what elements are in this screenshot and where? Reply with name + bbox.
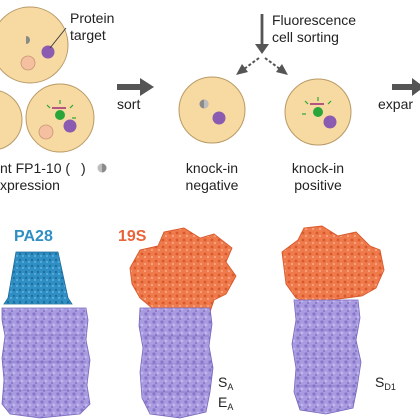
expand-arrow-label: expar <box>378 96 414 112</box>
protein-target-dot <box>41 45 55 59</box>
sorting-line-1: Fluorescence <box>272 12 357 28</box>
protein-target-label: Protein target <box>70 10 114 44</box>
negative-line-2: negative <box>185 177 239 193</box>
expand-arrow <box>392 78 420 96</box>
positive-line-2: positive <box>294 177 342 193</box>
sort-arrow <box>117 78 154 96</box>
positive-label: knock-in positive <box>278 160 358 194</box>
nucleus <box>20 55 36 71</box>
structure-19s-core <box>129 227 237 419</box>
cell-knockin-positive <box>284 78 352 146</box>
pa28-title: PA28 <box>14 228 53 245</box>
core-particle-1 <box>1 307 91 419</box>
expression-line-1b: ) <box>81 160 86 176</box>
gfp-signal-dot <box>55 110 65 120</box>
cell-unsorted-knockin <box>25 83 95 153</box>
sorting-line-2: cell sorting <box>272 29 339 45</box>
structure-19s-sd1-core <box>281 225 385 415</box>
positive-line-1: knock-in <box>291 160 345 176</box>
core-particle-3 <box>291 299 362 415</box>
19s-cap-2 <box>281 225 385 305</box>
sorting-arrows <box>236 14 288 75</box>
19s-title: 19S <box>118 228 147 245</box>
negative-line-1: knock-in <box>185 160 239 176</box>
structure-pa28-core <box>1 251 91 419</box>
state-ea: EA <box>218 394 234 412</box>
sort-arrow-label: sort <box>117 96 141 112</box>
fp-fragment-label-icon <box>97 163 107 173</box>
expression-label: nt FP1-10 () xpression <box>0 160 86 194</box>
protein-target-line-2: target <box>70 27 106 43</box>
cell-knockin-negative <box>178 76 246 144</box>
sorting-label: Fluorescence cell sorting <box>272 12 356 46</box>
cell-unsorted-top <box>0 6 69 84</box>
expression-line-2: xpression <box>0 177 60 193</box>
protein-target-line-1: Protein <box>70 10 115 26</box>
target-pointer-line <box>49 27 67 49</box>
cell-unsorted-left <box>0 90 23 150</box>
expression-line-1a: nt FP1-10 ( <box>0 160 71 176</box>
fp-fragment-icon <box>26 36 30 44</box>
pa28-cap <box>3 251 73 305</box>
state-sd1: SD1 <box>375 374 396 392</box>
negative-label: knock-in negative <box>172 160 252 194</box>
core-particle-2 <box>138 307 214 419</box>
state-sa: SA <box>218 374 234 392</box>
